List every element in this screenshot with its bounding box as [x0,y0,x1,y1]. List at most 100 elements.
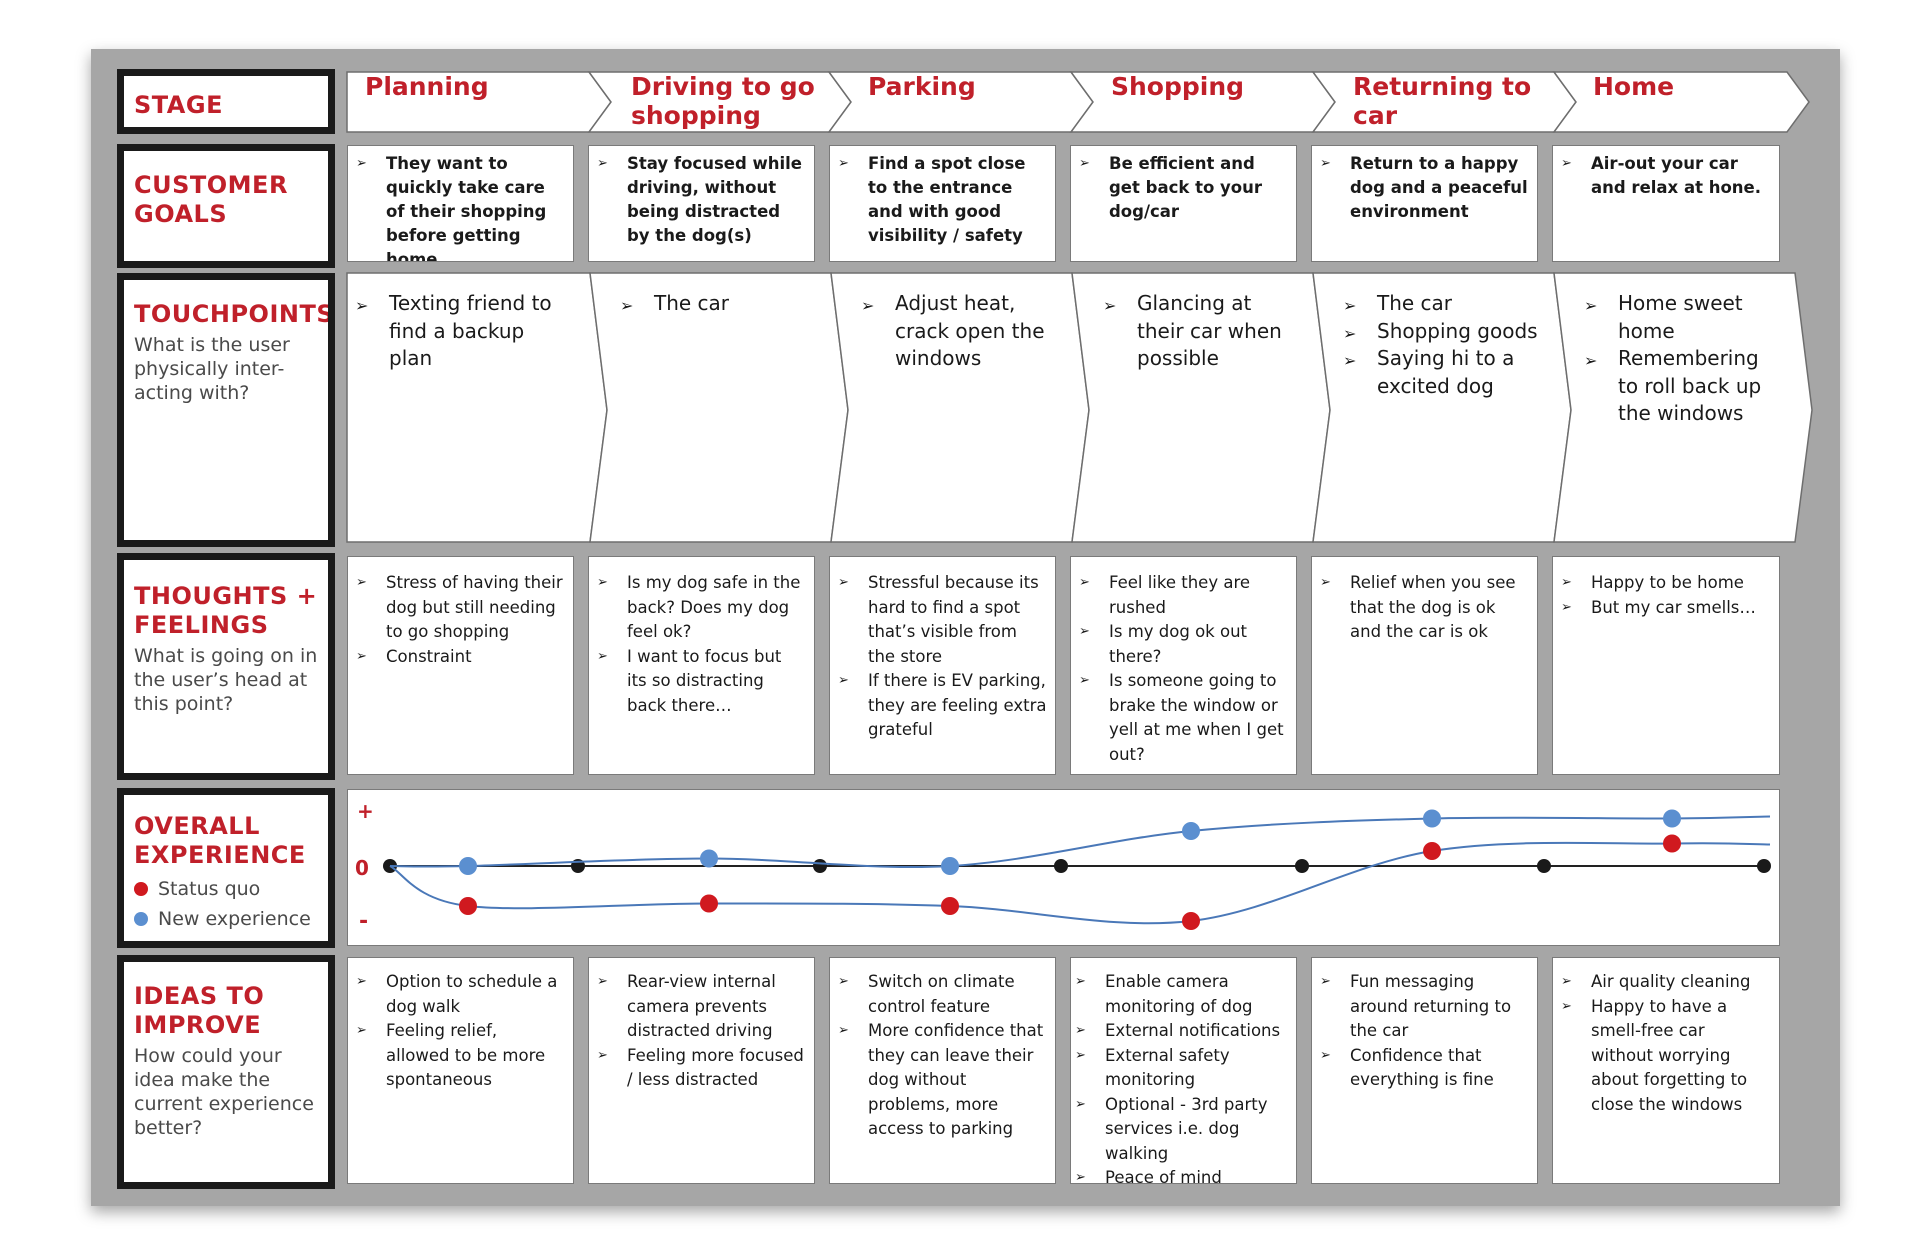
thoughts-cell-returning: Relief when you see that the dog is ok a… [1311,556,1538,775]
row-title: IDEAS TO IMPROVE [134,982,265,1039]
idea-item: Enable camera monitoring of dog [1075,970,1288,1019]
thought-item: But my car smells… [1561,596,1771,621]
idea-item: External notifications [1075,1019,1288,1044]
goal-item: Return to a happy dog and a peaceful env… [1320,152,1529,224]
legend-dot-new-experience [134,912,148,926]
row-title: STAGE [134,91,223,119]
thought-item: If there is EV parking, they are feeling… [838,669,1047,743]
row-subtitle: How could your idea make the current exp… [134,1045,314,1139]
thoughts-list: Happy to be home But my car smells… [1561,571,1771,620]
row-header-goals: CUSTOMER GOALS [117,144,335,268]
goals-cell-planning: They want to quickly take care of their … [347,145,574,262]
row-header-experience: OVERALL EXPERIENCE Status quo New experi… [117,788,335,948]
thought-item: Stressful because its hard to find a spo… [838,571,1047,669]
thought-item: I want to focus but its so distracting b… [597,645,806,719]
touchpoint-item: Remembering to roll back up the windows [1584,345,1784,428]
stage-label-home: Home [1593,72,1675,101]
thoughts-cell-planning: Stress of having their dog but still nee… [347,556,574,775]
row-title: OVERALL EXPERIENCE [134,812,306,869]
stage-label-shopping: Shopping [1111,72,1245,101]
idea-item: Air quality cleaning [1561,970,1771,995]
ideas-list: Enable camera monitoring of dog External… [1075,970,1288,1191]
idea-item: Peace of mind [1075,1166,1288,1191]
row-title: CUSTOMER GOALS [134,171,288,228]
touchpoint-item: Home sweet home [1584,290,1784,345]
goals-cell-shopping: Be efficient and get back to your dog/ca… [1070,145,1297,262]
idea-item: Happy to have a smell-free car without w… [1561,995,1771,1118]
thoughts-list: Stress of having their dog but still nee… [356,571,565,669]
thoughts-cell-shopping: Feel like they are rushed Is my dog ok o… [1070,556,1297,775]
row-title: TOUCHPOINTS [134,300,335,328]
goals-list: Find a spot close to the entrance and wi… [838,152,1047,248]
thoughts-cell-driving: Is my dog safe in the back? Does my dog … [588,556,815,775]
goals-list: They want to quickly take care of their … [356,152,565,261]
touchpoints-list-shopping: Glancing at their car when possible [1103,290,1303,373]
thoughts-list: Feel like they are rushed Is my dog ok o… [1079,571,1288,767]
touchpoints-list-returning: The car Shopping goods Saying hi to a ex… [1343,290,1543,400]
row-header-stage: STAGE [117,69,335,134]
stage-arrow [1552,71,1810,133]
touchpoint-item: Texting friend to find a backup plan [355,290,555,373]
thought-item: Is someone going to brake the window or … [1079,669,1288,767]
touchpoints-list-planning: Texting friend to find a backup plan [355,290,555,373]
goals-cell-parking: Find a spot close to the entrance and wi… [829,145,1056,262]
legend-label: Status quo [158,878,261,900]
stage-label-planning: Planning [365,72,489,101]
row-header-touchpoints: TOUCHPOINTS What is the user physically … [117,273,335,547]
goals-cell-driving: Stay focused while driving, without bein… [588,145,815,262]
thought-item: Constraint [356,645,565,670]
experience-chart-panel [347,789,1780,946]
idea-item: Feeling relief, allowed to be more spont… [356,1019,565,1093]
goal-item: Stay focused while driving, without bein… [597,152,806,248]
touchpoints-list-home: Home sweet home Remembering to roll back… [1584,290,1784,428]
goals-list: Air-out your car and relax at hone. [1561,152,1771,200]
legend-status-quo: Status quo [134,874,318,904]
stage-label-returning: Returning to car [1353,72,1532,130]
ideas-list: Option to schedule a dog walk Feeling re… [356,970,565,1093]
goals-cell-returning: Return to a happy dog and a peaceful env… [1311,145,1538,262]
idea-item: Feeling more focused / less distracted [597,1044,806,1093]
idea-item: Option to schedule a dog walk [356,970,565,1019]
goal-item: Air-out your car and relax at hone. [1561,152,1771,200]
row-subtitle: What is going on in the user’s head at t… [134,645,318,715]
thought-item: Relief when you see that the dog is ok a… [1320,571,1529,645]
stage-label-driving: Driving to go shopping [631,72,815,130]
ideas-list: Switch on climate control feature More c… [838,970,1047,1142]
row-subtitle: What is the user physically inter-acting… [134,334,290,404]
stage-label-parking: Parking [868,72,976,101]
touchpoint-item: Saying hi to a excited dog [1343,345,1543,400]
goals-list: Stay focused while driving, without bein… [597,152,806,248]
ideas-list: Rear-view internal camera prevents distr… [597,970,806,1093]
idea-item: Optional - 3rd party services i.e. dog w… [1075,1093,1288,1167]
row-title: THOUGHTS + FEELINGS [134,582,318,639]
row-header-ideas: IDEAS TO IMPROVE How could your idea mak… [117,955,335,1189]
idea-item: Switch on climate control feature [838,970,1047,1019]
thought-item: Happy to be home [1561,571,1771,596]
touchpoint-item: Shopping goods [1343,318,1543,347]
ideas-cell-home: Air quality cleaning Happy to have a sme… [1552,957,1780,1184]
thought-item: Is my dog safe in the back? Does my dog … [597,571,806,645]
thoughts-list: Stressful because its hard to find a spo… [838,571,1047,743]
goal-item: Be efficient and get back to your dog/ca… [1079,152,1288,224]
row-header-thoughts: THOUGHTS + FEELINGS What is going on in … [117,553,335,780]
thoughts-list: Relief when you see that the dog is ok a… [1320,571,1529,645]
touchpoints-list-parking: Adjust heat, crack open the windows [861,290,1071,373]
ideas-cell-returning: Fun messaging around returning to the ca… [1311,957,1538,1184]
ideas-cell-planning: Option to schedule a dog walk Feeling re… [347,957,574,1184]
thoughts-cell-parking: Stressful because its hard to find a spo… [829,556,1056,775]
goal-item: Find a spot close to the entrance and wi… [838,152,1047,248]
touchpoint-item: Adjust heat, crack open the windows [861,290,1071,373]
thought-item: Feel like they are rushed [1079,571,1288,620]
goal-item: They want to quickly take care of their … [356,152,565,261]
idea-item: External safety monitoring [1075,1044,1288,1093]
thoughts-cell-home: Happy to be home But my car smells… [1552,556,1780,775]
idea-item: Rear-view internal camera prevents distr… [597,970,806,1044]
goals-list: Be efficient and get back to your dog/ca… [1079,152,1288,224]
idea-item: Fun messaging around returning to the ca… [1320,970,1529,1044]
touchpoint-item: The car [1343,290,1543,319]
idea-item: Confidence that everything is fine [1320,1044,1529,1093]
legend-dot-status-quo [134,882,148,896]
ideas-cell-driving: Rear-view internal camera prevents distr… [588,957,815,1184]
ideas-cell-parking: Switch on climate control feature More c… [829,957,1056,1184]
legend-new-experience: New experience [134,904,318,934]
